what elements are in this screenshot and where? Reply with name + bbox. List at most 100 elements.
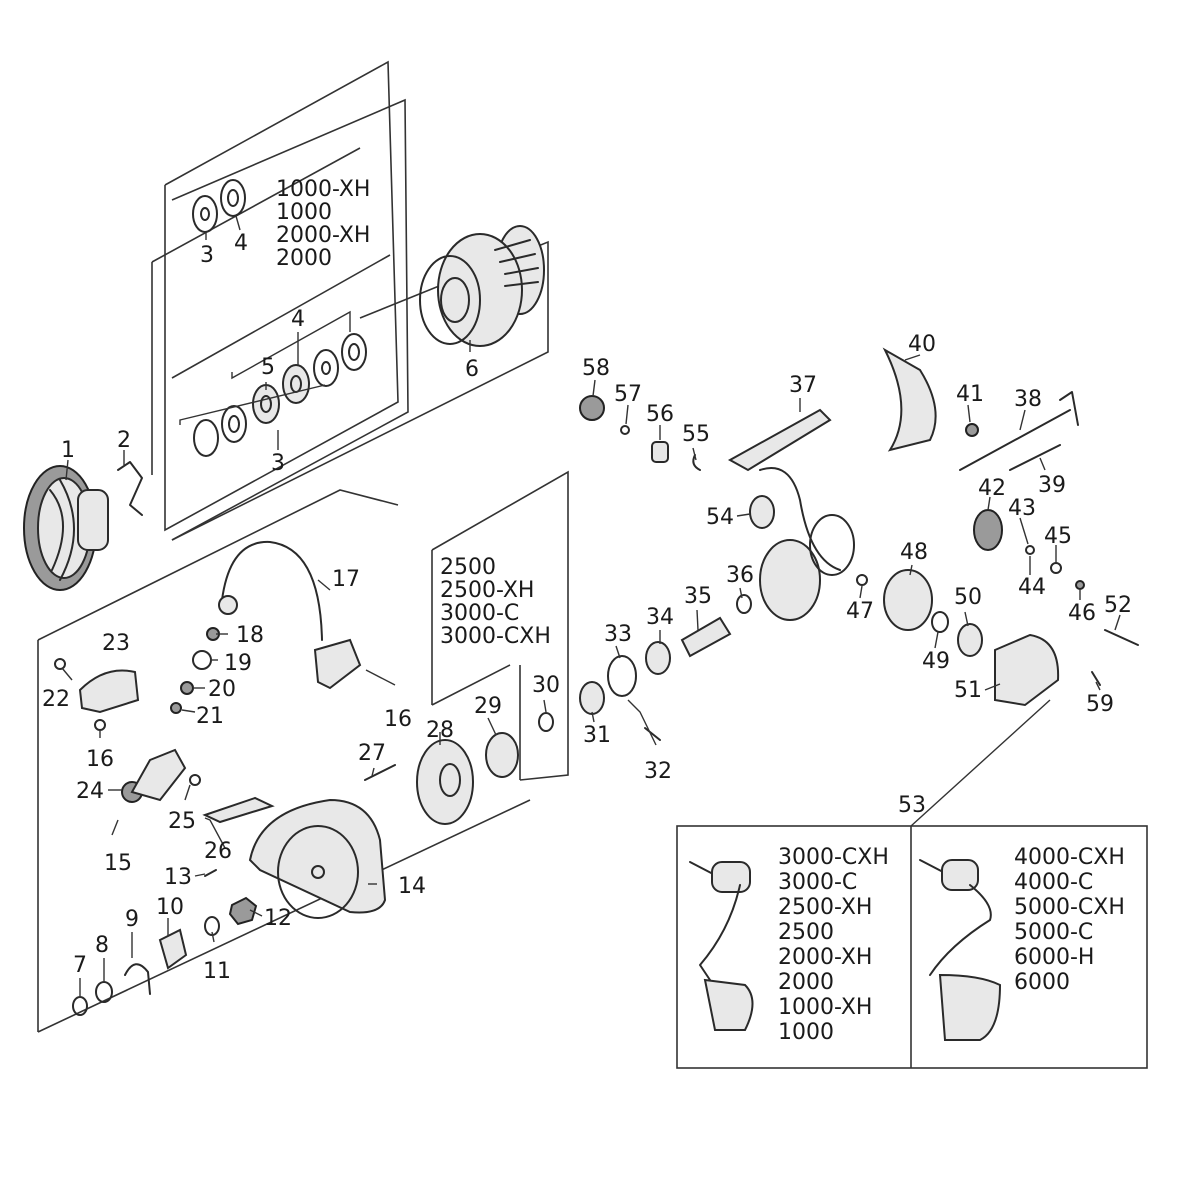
part-label-27: 27 [358, 741, 386, 766]
part-label-59: 59 [1086, 692, 1114, 717]
model-2500-xh-b: 2500-XH [440, 578, 534, 603]
model-1000-xh-c: 1000-XH [778, 995, 872, 1020]
model-2000-xh-c: 2000-XH [778, 945, 872, 970]
part-label-16: 16 [86, 747, 114, 772]
model-2500-b: 2500 [440, 555, 496, 580]
part-label-10: 10 [156, 895, 184, 920]
rotor-nut-series [72, 869, 258, 1016]
one-way-clutch-group [485, 681, 661, 778]
part-label-42: 42 [978, 476, 1006, 501]
model-3000-c-c: 3000-C [778, 870, 857, 895]
part-label-13: 13 [164, 865, 192, 890]
part-label-4b: 4 [291, 307, 305, 332]
reel-body-part [727, 408, 855, 621]
part-label-2: 2 [117, 428, 131, 453]
spool-part [419, 225, 545, 347]
trip-lever-part [202, 796, 275, 824]
screw-part-52 [1104, 629, 1139, 646]
bail-wire-part [218, 540, 362, 690]
spring-part [189, 774, 201, 786]
part-number-labels: 1 2 3 3 4 4 5 6 7 8 9 10 11 12 13 14 15 … [42, 231, 1132, 984]
model-3000-cxh-b: 3000-CXH [440, 624, 551, 649]
part-label-20: 20 [208, 677, 236, 702]
model-1000-c: 1000 [778, 1020, 834, 1045]
part-label-19: 19 [224, 651, 252, 676]
part-label-32: 32 [644, 759, 672, 784]
model-3000-cxh-c: 3000-CXH [778, 845, 889, 870]
rotor-group-frame [431, 470, 569, 781]
part-label-31: 31 [583, 723, 611, 748]
part-label-12: 12 [264, 906, 292, 931]
handle-option-b [919, 859, 1002, 1041]
model-6000-h: 6000-H [1014, 945, 1094, 970]
part-label-4: 4 [234, 231, 248, 256]
model-4000-c: 4000-C [1014, 870, 1093, 895]
part-label-57: 57 [614, 382, 642, 407]
clip-part [117, 461, 143, 516]
part-label-22: 22 [42, 687, 70, 712]
part-label-37: 37 [789, 373, 817, 398]
part-label-40: 40 [908, 332, 936, 357]
part-label-49: 49 [922, 649, 950, 674]
pinion-group [607, 594, 752, 697]
part-label-51: 51 [954, 678, 982, 703]
part-label-36: 36 [726, 563, 754, 588]
part-label-29: 29 [474, 694, 502, 719]
model-2000-a: 2000 [276, 246, 332, 271]
part-label-1: 1 [61, 438, 75, 463]
part-label-50: 50 [954, 585, 982, 610]
part-label-8: 8 [95, 933, 109, 958]
handle-option-a [689, 861, 754, 1031]
model-list-handle-a: 3000-CXH 3000-C 2500-XH 2500 2000-XH 200… [778, 845, 889, 1045]
rotor-assembly-frame [37, 489, 531, 1033]
model-2000-xh-a: 2000-XH [276, 223, 370, 248]
part-label-15: 15 [104, 851, 132, 876]
model-6000: 6000 [1014, 970, 1070, 995]
part-label-41: 41 [956, 382, 984, 407]
model-3000-c-b: 3000-C [440, 601, 519, 626]
part-label-35: 35 [684, 584, 712, 609]
model-list-handle-b: 4000-CXH 4000-C 5000-CXH 5000-C 6000-H 6… [1014, 845, 1125, 995]
part-label-44: 44 [1018, 575, 1046, 600]
bearing-plate-part [416, 739, 474, 825]
part-label-21: 21 [196, 704, 224, 729]
part-label-54: 54 [706, 505, 734, 530]
side-cover-part [882, 347, 937, 452]
part-label-17: 17 [332, 567, 360, 592]
model-1000-a: 1000 [276, 200, 332, 225]
washer-set-upper [192, 179, 246, 233]
part-label-9: 9 [125, 907, 139, 932]
part-label-38: 38 [1014, 387, 1042, 412]
part-label-14: 14 [398, 874, 426, 899]
leader-lines [61, 215, 1121, 998]
part-label-45: 45 [1044, 524, 1072, 549]
drive-gear-group [856, 569, 1060, 707]
spool-group-frame [151, 60, 549, 541]
model-5000-cxh: 5000-CXH [1014, 895, 1125, 920]
part-label-48: 48 [900, 540, 928, 565]
model-5000-c: 5000-C [1014, 920, 1093, 945]
model-2500-c: 2500 [778, 920, 834, 945]
drag-knob-part [23, 465, 109, 591]
handle-options-box [676, 699, 1148, 1069]
screw-part [364, 764, 396, 781]
part-label-5: 5 [261, 355, 275, 380]
part-label-24: 24 [76, 779, 104, 804]
part-label-56: 56 [646, 402, 674, 427]
part-label-3: 3 [200, 243, 214, 268]
model-list-rotor: 2500 2500-XH 3000-C 3000-CXH [440, 555, 551, 649]
screw-part-59 [1091, 671, 1101, 686]
part-label-30: 30 [532, 673, 560, 698]
part-label-25: 25 [168, 809, 196, 834]
nut-part [965, 423, 979, 437]
part-label-43: 43 [1008, 496, 1036, 521]
part-label-55: 55 [682, 422, 710, 447]
model-4000-cxh: 4000-CXH [1014, 845, 1125, 870]
model-2000-c: 2000 [778, 970, 834, 995]
part-label-26: 26 [204, 839, 232, 864]
part-label-52: 52 [1104, 593, 1132, 618]
roller-group [579, 395, 701, 471]
part-label-34: 34 [646, 605, 674, 630]
